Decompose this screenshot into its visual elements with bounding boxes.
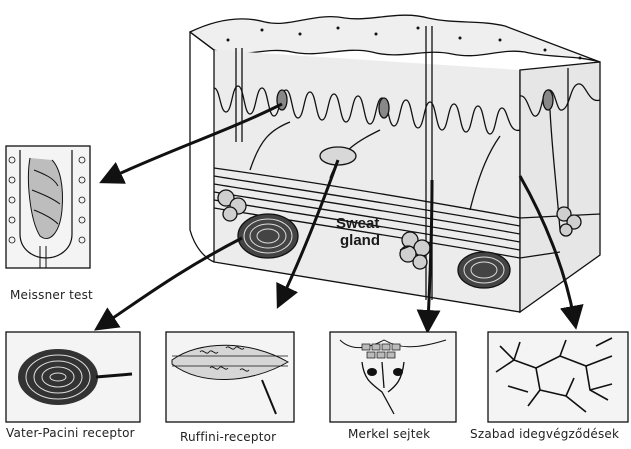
label-sweat-line2: gland bbox=[336, 232, 380, 249]
szabad-inset bbox=[488, 332, 628, 422]
label-merkel: Merkel sejtek bbox=[348, 427, 430, 441]
label-ruffini: Ruffini-receptor bbox=[180, 430, 276, 444]
skin-block bbox=[190, 15, 600, 312]
label-vater-pacini: Vater-Pacini receptor bbox=[6, 426, 135, 440]
pacini-in-skin bbox=[238, 214, 298, 258]
ruffini-inset bbox=[166, 332, 294, 422]
pacini-in-skin-2 bbox=[458, 252, 510, 288]
skin-right-face bbox=[520, 62, 600, 312]
label-meissner: Meissner test bbox=[10, 288, 93, 302]
merkel-inset bbox=[330, 332, 456, 422]
label-szabad: Szabad idegvégződések bbox=[470, 427, 619, 441]
label-sweat-line1: Sweat bbox=[336, 215, 380, 232]
meissner-inset bbox=[6, 146, 90, 268]
label-sweat-gland: Sweat gland bbox=[336, 215, 380, 249]
vater-pacini-inset bbox=[6, 332, 140, 422]
